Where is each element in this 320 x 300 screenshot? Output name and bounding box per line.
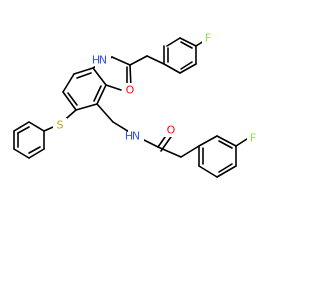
oxygen-lower-label: O bbox=[164, 123, 178, 137]
atom-labels: F O N H S N H O F bbox=[53, 31, 259, 145]
svg-text:H: H bbox=[125, 130, 133, 143]
svg-text:O: O bbox=[167, 124, 176, 137]
fluorine-top-label: F bbox=[202, 31, 214, 45]
sulfur-label: S bbox=[53, 118, 67, 132]
fluorine-right-label: F bbox=[247, 131, 259, 145]
svg-text:H: H bbox=[92, 54, 100, 67]
nitrogen-upper-label: N H bbox=[92, 54, 111, 68]
svg-text:N: N bbox=[132, 130, 140, 143]
svg-text:N: N bbox=[99, 54, 107, 67]
svg-text:O: O bbox=[126, 84, 135, 97]
bond-lines bbox=[13, 37, 251, 178]
svg-text:F: F bbox=[205, 32, 211, 45]
molecule-structure-diagram: F O N H S N H O F bbox=[13, 31, 259, 178]
svg-text:F: F bbox=[250, 132, 256, 145]
svg-text:S: S bbox=[57, 119, 64, 132]
nitrogen-lower-label: N H bbox=[125, 129, 144, 143]
oxygen-upper-label: O bbox=[123, 83, 137, 97]
